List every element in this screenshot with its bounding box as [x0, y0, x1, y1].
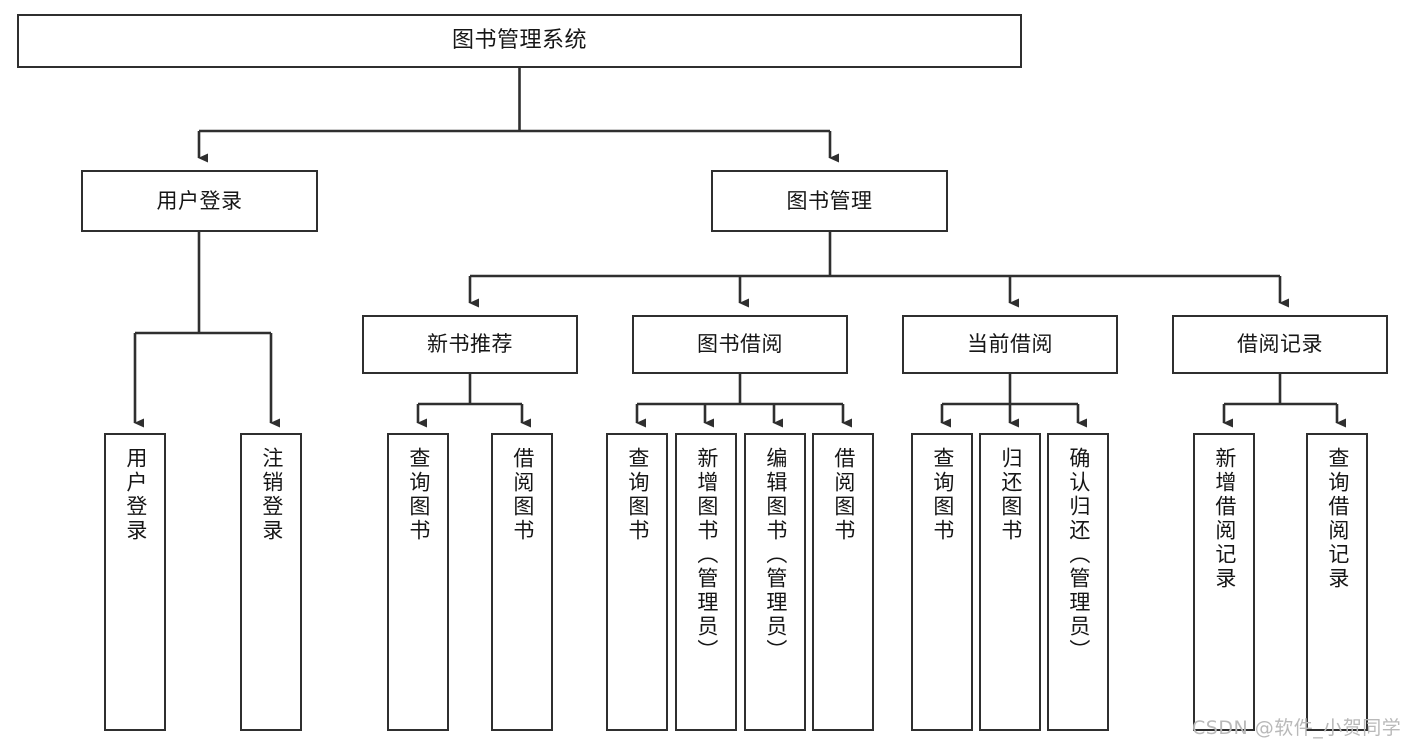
leaf-query-book-current[interactable]: 查询图书 [911, 433, 973, 731]
node-label: 查询图书 [625, 447, 650, 543]
node-label: 借阅图书 [831, 447, 856, 543]
node-label: 新书推荐 [427, 332, 513, 357]
node-label: 查询图书 [406, 447, 431, 543]
leaf-query-book-borrow[interactable]: 查询图书 [606, 433, 668, 731]
node-label: 用户登录 [123, 447, 148, 543]
node-label: 用户登录 [156, 188, 243, 213]
node-book-borrow[interactable]: 图书借阅 [632, 315, 848, 374]
node-new-book-recommend[interactable]: 新书推荐 [362, 315, 578, 374]
node-current-borrow[interactable]: 当前借阅 [902, 315, 1118, 374]
node-borrow-record[interactable]: 借阅记录 [1172, 315, 1388, 374]
node-label: 借阅记录 [1237, 332, 1323, 357]
node-book-management[interactable]: 图书管理 [711, 170, 948, 232]
leaf-borrow-book-new[interactable]: 借阅图书 [491, 433, 553, 731]
node-label: 借阅图书 [510, 447, 535, 543]
leaf-add-book-admin[interactable]: 新增图书（管理员） [675, 433, 737, 731]
leaf-user-login[interactable]: 用户登录 [104, 433, 166, 731]
leaf-query-book-new[interactable]: 查询图书 [387, 433, 449, 731]
node-label: 查询图书 [930, 447, 955, 543]
node-label: 新增借阅记录 [1212, 447, 1237, 591]
leaf-edit-book-admin[interactable]: 编辑图书（管理员） [744, 433, 806, 731]
leaf-return-book[interactable]: 归还图书 [979, 433, 1041, 731]
node-label: 查询借阅记录 [1325, 447, 1350, 591]
node-user-login[interactable]: 用户登录 [81, 170, 318, 232]
node-label: 确认归还（管理员） [1066, 447, 1091, 663]
node-label: 新增图书（管理员） [694, 447, 719, 663]
leaf-confirm-return-admin[interactable]: 确认归还（管理员） [1047, 433, 1109, 731]
node-label: 当前借阅 [967, 332, 1053, 357]
leaf-query-borrow-record[interactable]: 查询借阅记录 [1306, 433, 1368, 731]
leaf-logout[interactable]: 注销登录 [240, 433, 302, 731]
node-label: 注销登录 [259, 447, 284, 543]
node-label: 归还图书 [998, 447, 1023, 543]
leaf-borrow-book[interactable]: 借阅图书 [812, 433, 874, 731]
node-label: 编辑图书（管理员） [763, 447, 788, 663]
node-root-library-system[interactable]: 图书管理系统 [17, 14, 1022, 68]
node-label: 图书借阅 [697, 332, 783, 357]
node-label: 图书管理系统 [451, 28, 587, 54]
leaf-add-borrow-record[interactable]: 新增借阅记录 [1193, 433, 1255, 731]
node-label: 图书管理 [786, 188, 873, 213]
